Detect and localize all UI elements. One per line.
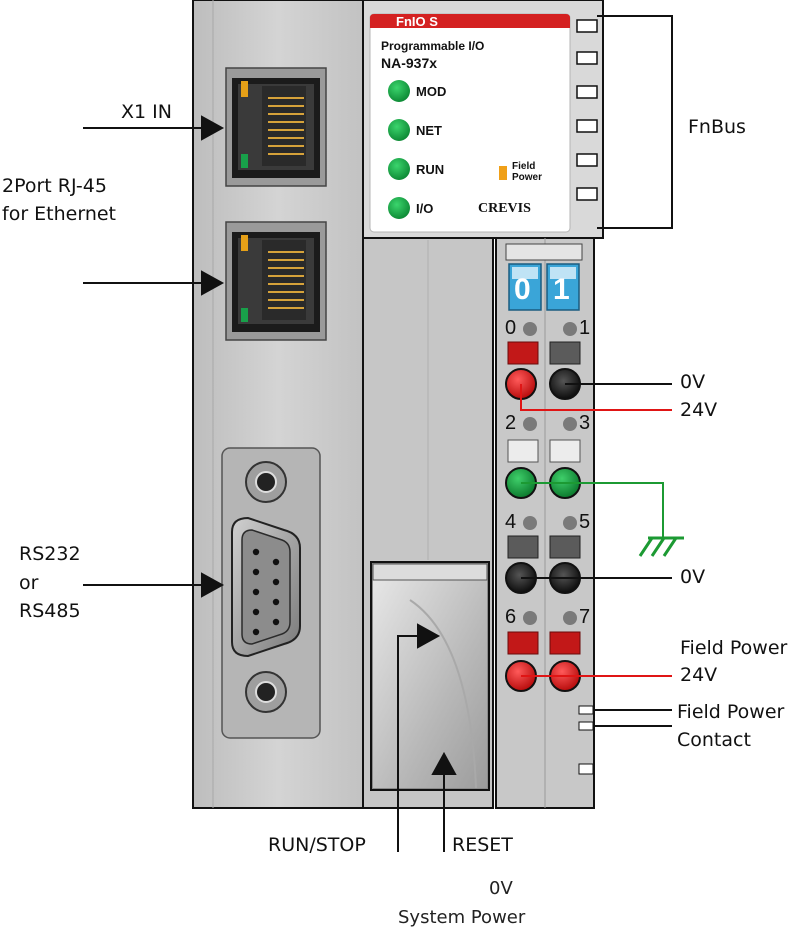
- module-model: NA-937x: [381, 55, 438, 71]
- label-field-0v: 0V: [680, 566, 706, 588]
- maker-logo: CREVIS: [478, 201, 531, 216]
- terminal-pair-6-7: [505, 611, 581, 692]
- label-reset: RESET: [452, 834, 513, 856]
- db9-serial-port[interactable]: [221, 447, 321, 739]
- terminal-num-4: 4: [505, 511, 517, 533]
- arrow-head-icon: [201, 270, 225, 296]
- module-type: Programmable I/O: [381, 39, 485, 53]
- address-switch[interactable]: [505, 243, 583, 311]
- label-serial-line3: RS485: [19, 600, 81, 622]
- rj45-port-x1[interactable]: [225, 67, 327, 187]
- switch-digit-1: 1: [553, 273, 570, 306]
- terminal-num-0: 0: [505, 317, 517, 339]
- net-led: [388, 119, 410, 141]
- field-power-led-label-1: Field: [512, 161, 536, 172]
- terminal-num-3: 3: [579, 412, 591, 434]
- field-power-led-label-2: Power: [512, 172, 543, 183]
- label-sys-0v: 0V: [680, 371, 706, 393]
- arrow-head-icon: [201, 572, 225, 598]
- label-contact-line1: Field Power: [677, 701, 785, 723]
- fnbus-bracket: [597, 15, 673, 229]
- wiring: [520, 383, 672, 677]
- led-label-mod: MOD: [416, 84, 447, 99]
- label-run-stop: RUN/STOP: [268, 834, 366, 856]
- brand-tab-label: FnIO S: [396, 14, 438, 29]
- label-sys-24v: 24V: [680, 399, 718, 421]
- brand-tab: [370, 14, 570, 28]
- arrow-head-icon: [417, 623, 441, 649]
- label-rj45-line1: 2Port RJ-45: [2, 175, 107, 197]
- terminal-num-2: 2: [505, 412, 517, 434]
- terminal-num-6: 6: [505, 606, 517, 628]
- label-x1-in: X1 IN: [121, 101, 172, 123]
- rj45-link-led: [241, 235, 248, 251]
- terminal-num-7: 7: [579, 606, 591, 628]
- led-label-run: RUN: [416, 162, 445, 177]
- led-label-net: NET: [416, 123, 442, 138]
- label-field-24v: 24V: [680, 664, 718, 686]
- label-serial-line1: RS232: [19, 543, 81, 565]
- led-label-io: I/O: [416, 201, 434, 216]
- run-led: [388, 158, 410, 180]
- terminal-num-1: 1: [579, 317, 591, 339]
- rj45-act-led: [241, 154, 248, 168]
- label-rj45-line2: for Ethernet: [2, 203, 117, 225]
- field-power-led: [499, 166, 507, 180]
- fnbus-connector: [576, 19, 598, 201]
- label-fnbus: FnBus: [688, 116, 746, 138]
- ground-symbol: [638, 536, 684, 557]
- mod-led: [388, 80, 410, 102]
- io-led: [388, 197, 410, 219]
- arrow-head-icon: [431, 751, 457, 775]
- label-bottom-0v: 0V: [489, 878, 513, 899]
- switch-door[interactable]: [370, 561, 490, 791]
- wire-ground: [521, 482, 664, 538]
- label-contact-line2: Contact: [677, 729, 751, 751]
- label-field-power: Field Power: [680, 637, 788, 659]
- wire-sys-24v: [520, 384, 672, 411]
- terminal-num-5: 5: [579, 511, 591, 533]
- rj45-act-led: [241, 308, 248, 322]
- rj45-link-led: [241, 81, 248, 97]
- status-leds: [388, 80, 507, 219]
- arrow-head-icon: [201, 115, 225, 141]
- rj45-port-x2[interactable]: [225, 221, 327, 341]
- terminal-block: [495, 237, 595, 809]
- label-serial-line2: or: [19, 572, 39, 594]
- label-system-power: System Power: [398, 907, 526, 928]
- callout-arrows: [83, 115, 457, 852]
- switch-digit-0: 0: [514, 273, 531, 306]
